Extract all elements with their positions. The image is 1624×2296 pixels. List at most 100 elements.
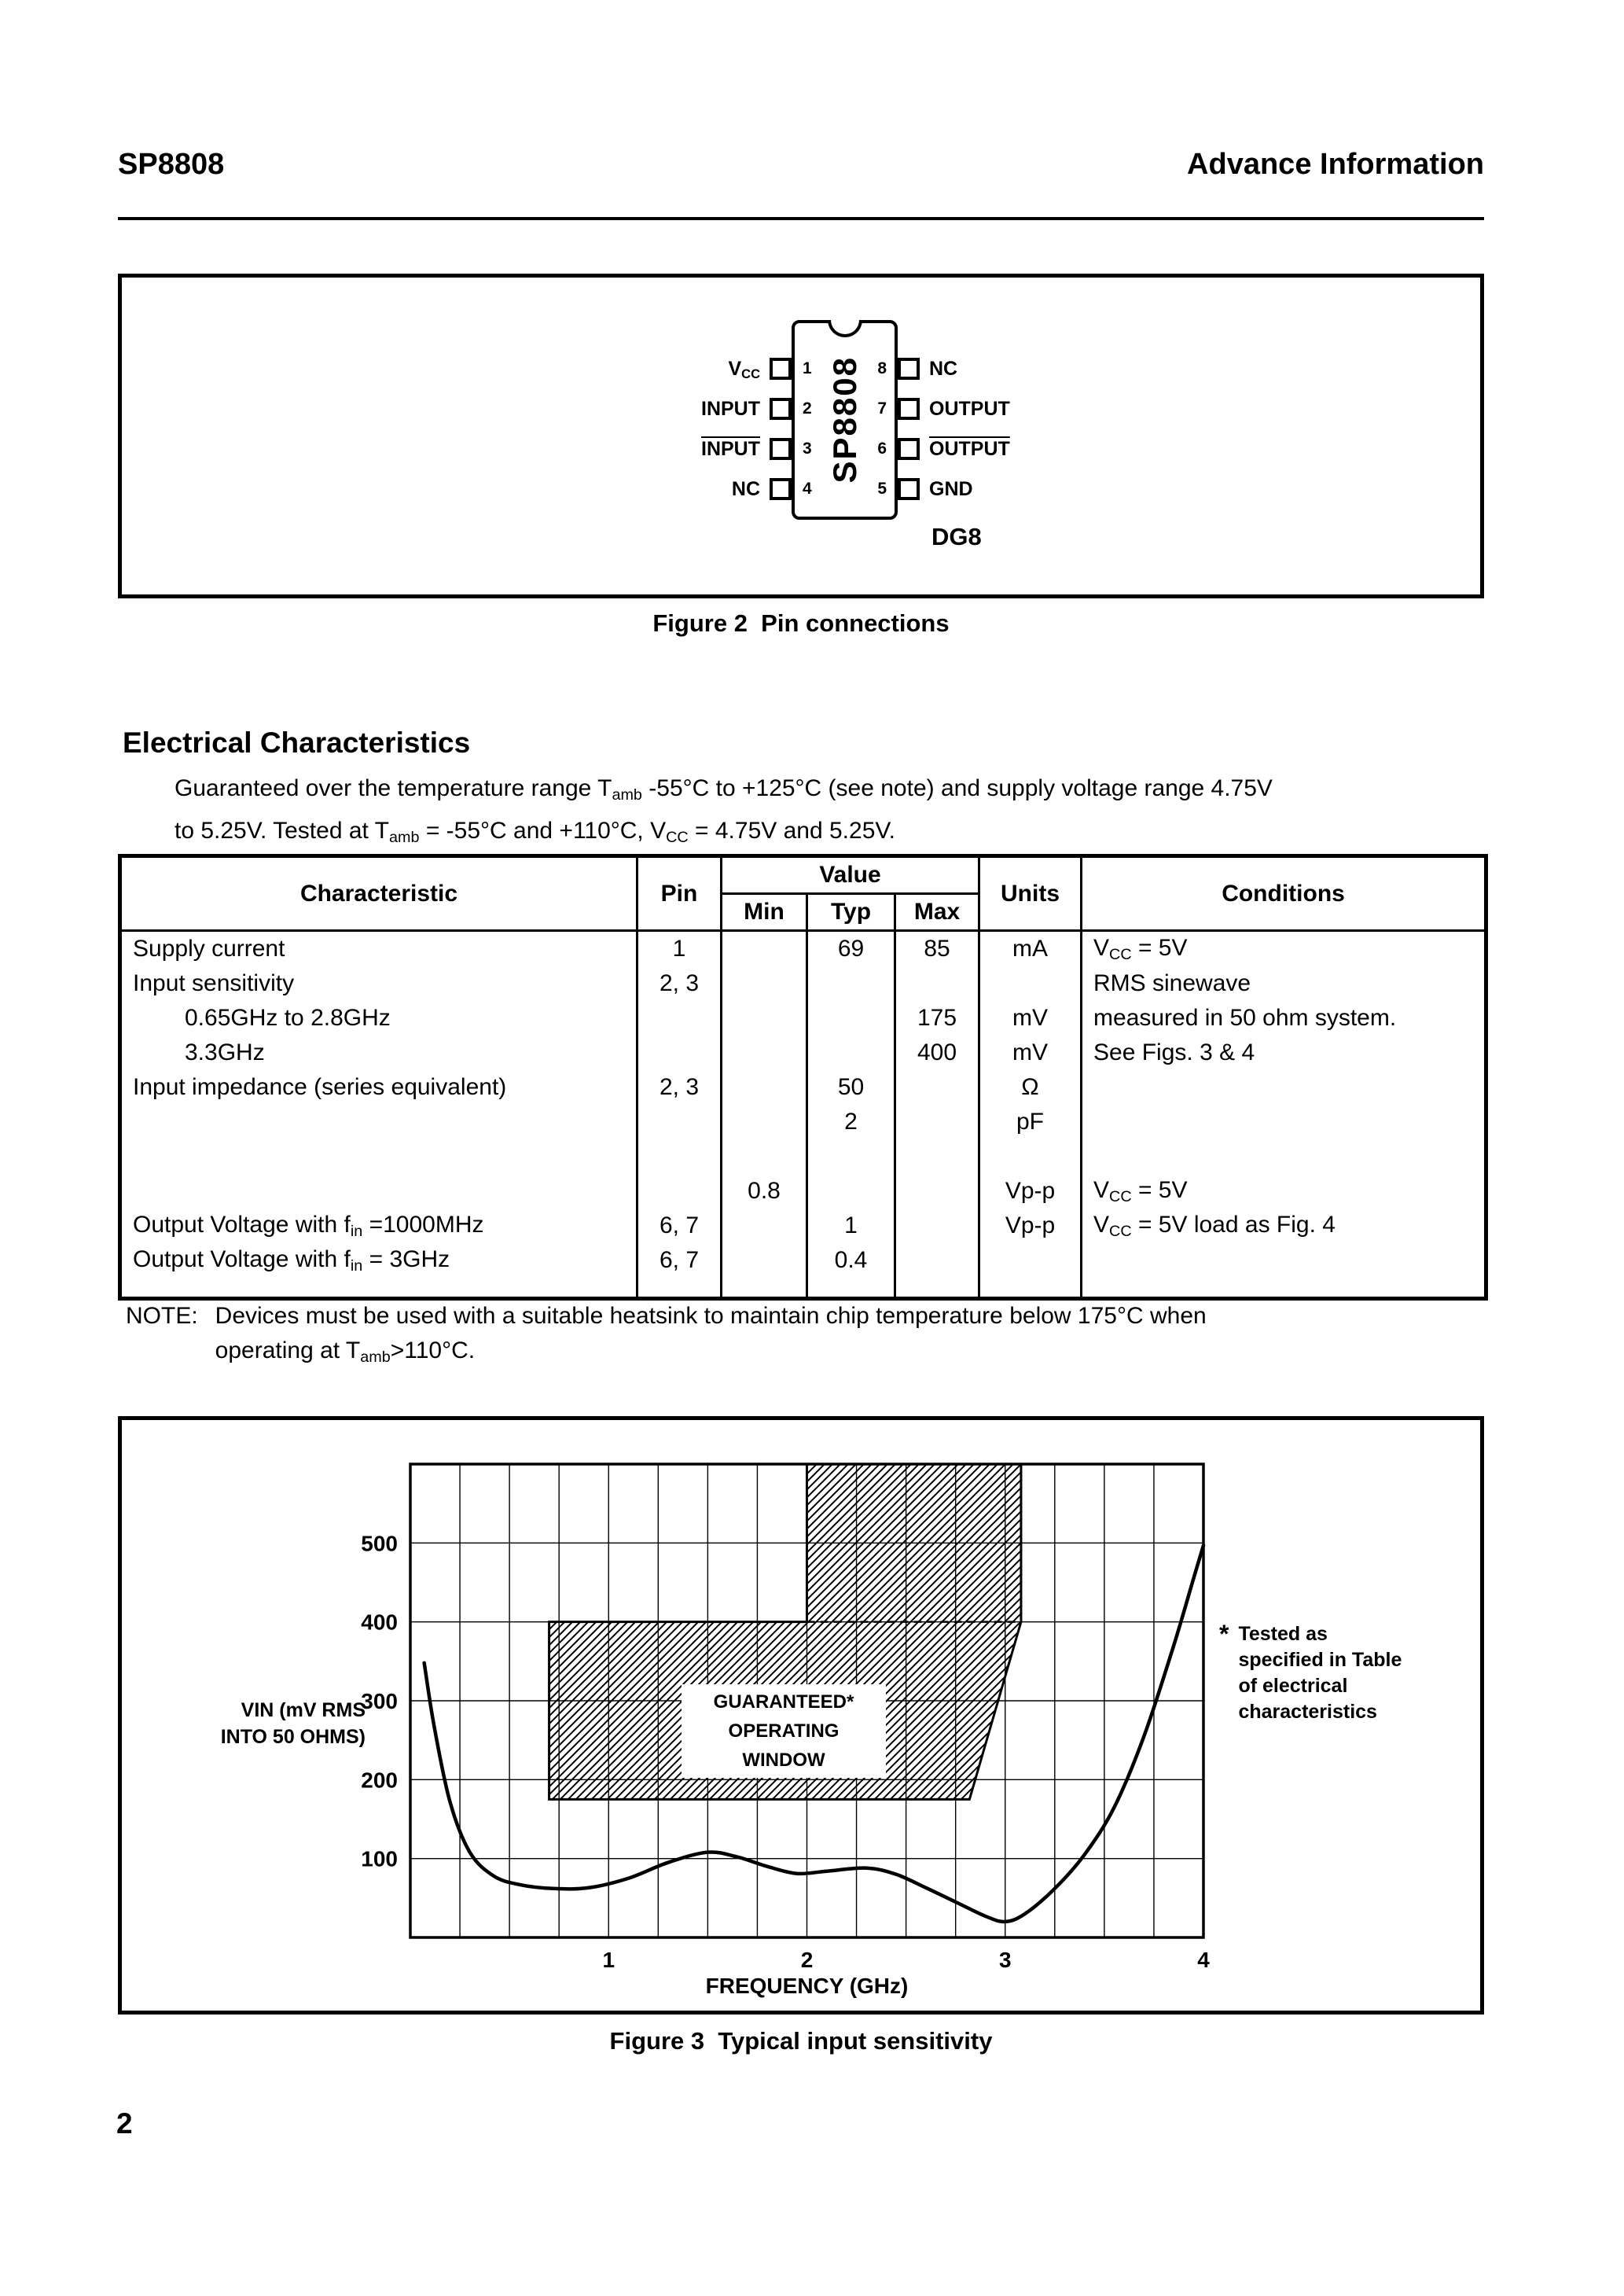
x-axis-label: FREQUENCY (GHz) [705, 1974, 909, 1998]
part-number: SP8808 [118, 148, 225, 181]
pin-square [770, 358, 792, 380]
pin-label-nc: NC [731, 478, 760, 500]
header-status: Advance Information [1187, 148, 1484, 181]
cell-pin: 6, 7 [636, 1243, 722, 1278]
pin-label-output-bar: OUTPUT [929, 438, 1010, 460]
cell-units: Vp-p [978, 1174, 1082, 1209]
svg-text:400: 400 [361, 1610, 398, 1635]
col-header-max: Max [893, 893, 979, 932]
svg-text:100: 100 [361, 1847, 398, 1871]
pin-numbers-right: 8 7 6 5 [877, 358, 887, 500]
pin-label-gnd: GND [929, 478, 973, 500]
cell-max [893, 1174, 979, 1209]
pin-square [898, 478, 920, 500]
plot-border [409, 1463, 1205, 1939]
cell-characteristic: Input sensitivity [133, 970, 295, 996]
pin-number: 2 [803, 399, 812, 418]
cell-max [893, 1070, 979, 1105]
cell-characteristic: Output Voltage with fin = 3GHz [133, 1246, 450, 1275]
table-header-row: Min Typ Max [120, 893, 1486, 932]
pin-square [898, 398, 920, 420]
table-row: Input impedance (series equivalent) 2, 3… [120, 1070, 1486, 1105]
section-intro: Guaranteed over the temperature range Ta… [175, 775, 1273, 846]
pin-square [770, 478, 792, 500]
page-number: 2 [116, 2107, 133, 2140]
dip-package-diagram: VCC INPUT INPUT NC 1 2 3 4 [672, 320, 1039, 520]
cell-characteristic [120, 1174, 637, 1209]
pin-labels-right: NC OUTPUT OUTPUT GND [929, 320, 1039, 500]
cell-min: 0.8 [720, 1174, 807, 1209]
note-label: NOTE: [126, 1303, 198, 1329]
cell-typ: 1 [806, 1209, 895, 1243]
page-header: SP8808 Advance Information [118, 148, 1484, 182]
cell-characteristic: 0.65GHz to 2.8GHz [185, 1005, 391, 1031]
svg-text:1: 1 [602, 1948, 615, 1972]
cell-min [720, 966, 807, 1001]
annotation-text: Tested as specified in Table of electric… [1238, 1623, 1402, 1723]
cell-units: Vp-p [978, 1209, 1082, 1243]
chip-title: SP8808 [825, 356, 863, 484]
operating-window-label: GUARANTEED* OPERATING WINDOW [682, 1684, 886, 1778]
pin-squares-right [898, 320, 920, 500]
pin-square [898, 438, 920, 460]
cell-min [720, 1036, 807, 1070]
cell-characteristic: 3.3GHz [185, 1039, 265, 1065]
col-header-conditions: Conditions [1080, 855, 1486, 932]
cell-min [720, 1070, 807, 1105]
pin-square [898, 358, 920, 380]
pin-labels-left: VCC INPUT INPUT NC [672, 320, 760, 500]
pin-number: 6 [877, 440, 887, 458]
cell-conditions [1080, 1070, 1486, 1105]
cell-typ [806, 1001, 895, 1036]
cell-max: 400 [893, 1036, 979, 1070]
table-row: Output Voltage with fin = 3GHz 6, 7 0.4 [120, 1243, 1486, 1278]
cell-max: 175 [893, 1001, 979, 1036]
table-row: 0.65GHz to 2.8GHz 175 mV measured in 50 … [120, 1001, 1486, 1036]
cell-max: 85 [893, 930, 979, 966]
col-header-units: Units [978, 855, 1082, 932]
cell-characteristic [120, 1105, 637, 1139]
cell-min [720, 930, 807, 966]
pin-number: 8 [877, 359, 887, 377]
cell-pin: 2, 3 [636, 966, 722, 1001]
note: NOTE: Devices must be used with a suitab… [126, 1299, 1207, 1374]
header-rule [118, 217, 1484, 220]
table-row: Output Voltage with fin =1000MHz 6, 7 1 … [120, 1209, 1486, 1243]
cell-pin: 2, 3 [636, 1070, 722, 1105]
y-axis-label: VIN (mV RMS INTO 50 OHMS) [220, 1699, 366, 1748]
cell-min [720, 1209, 807, 1243]
svg-text:500: 500 [361, 1531, 398, 1555]
cell-pin: 6, 7 [636, 1209, 722, 1243]
cell-conditions: VCC = 5V [1080, 1174, 1486, 1209]
cell-conditions: measured in 50 ohm system. [1080, 1001, 1486, 1036]
svg-text:4: 4 [1197, 1948, 1210, 1972]
cell-units [978, 966, 1082, 1001]
pin-number: 1 [803, 359, 812, 377]
cell-pin: 1 [636, 930, 722, 966]
cell-characteristic: Input impedance (series equivalent) [133, 1074, 507, 1100]
cell-units [978, 1243, 1082, 1278]
cell-units: mA [978, 930, 1082, 966]
chart-annotation: * Tested as specified in Table of electr… [1219, 1621, 1402, 1725]
cell-conditions: VCC = 5V load as Fig. 4 [1080, 1209, 1486, 1243]
pin-number: 5 [877, 480, 887, 498]
cell-typ [806, 1036, 895, 1070]
table-row-spacer [120, 1139, 1486, 1174]
svg-text:300: 300 [361, 1689, 398, 1713]
cell-typ: 0.4 [806, 1243, 895, 1278]
col-header-pin: Pin [636, 855, 722, 932]
cell-conditions: RMS sinewave [1080, 966, 1486, 1001]
col-header-min: Min [720, 893, 807, 932]
pin-label-input-bar: INPUT [701, 438, 760, 460]
pin-number: 7 [877, 399, 887, 418]
svg-text:3: 3 [999, 1948, 1012, 1972]
cell-conditions [1080, 1243, 1486, 1278]
pin-label-output: OUTPUT [929, 398, 1010, 420]
note-text: Devices must be used with a suitable hea… [215, 1303, 1207, 1366]
cell-units: Ω [978, 1070, 1082, 1105]
cell-pin [636, 1105, 722, 1139]
pin-numbers-left: 1 2 3 4 [803, 358, 812, 500]
